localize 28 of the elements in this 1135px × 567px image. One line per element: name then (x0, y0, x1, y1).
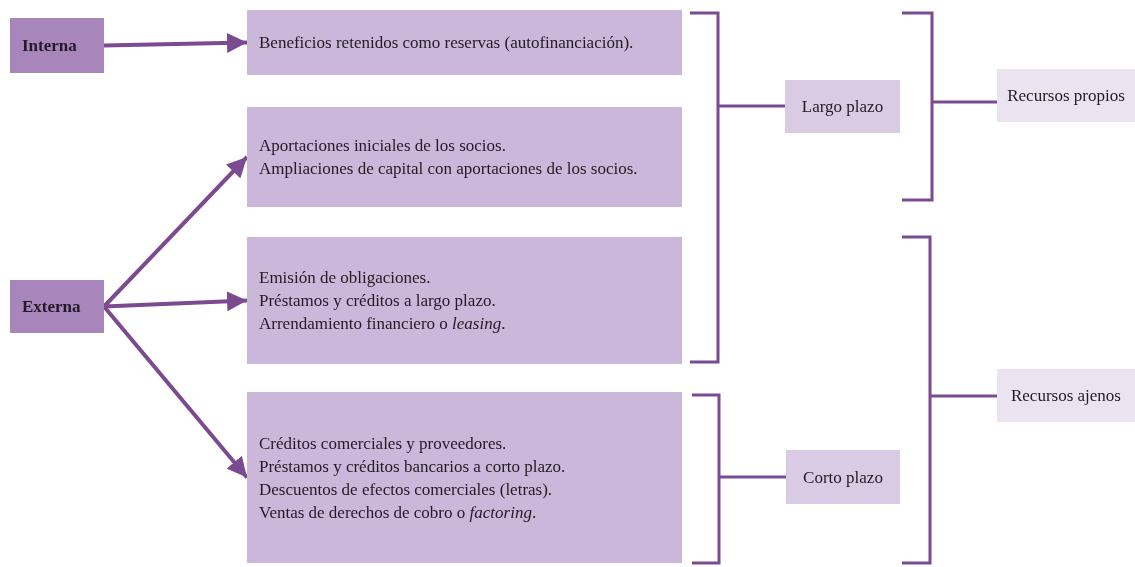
item-text: Descuentos de efectos comerciales (letras). (259, 478, 553, 501)
arrow (103, 32, 248, 53)
item-text: Ampliaciones de capital con aportaciones de los socios. (259, 158, 638, 180)
item-text: Aportaciones iniciales de los socios. (259, 135, 506, 157)
term-box (785, 80, 900, 133)
item-text: Ventas de derechos de cobro o factoring. (259, 501, 537, 524)
source-box (10, 280, 104, 333)
node-label: Recursos propios (1007, 85, 1125, 107)
source-label: Interna (22, 35, 77, 57)
item-text: Préstamos y créditos bancarios a corto plazo. (259, 455, 566, 478)
category-box (247, 10, 682, 75)
item-text: Emisión de obligaciones. (259, 267, 431, 289)
node-label: Recursos ajenos (1011, 385, 1121, 407)
item-text: Beneficios retenidos como reservas (autofinanciación). (259, 32, 634, 54)
category-box (247, 107, 682, 207)
arrow (103, 291, 248, 312)
source-label: Externa (22, 296, 81, 318)
category-box (247, 392, 682, 563)
node-label: Corto plazo (803, 466, 883, 489)
source-box (10, 18, 104, 73)
item-text: Préstamos y créditos a largo plazo. (259, 290, 496, 312)
category-box (247, 237, 682, 364)
item-text: Créditos comerciales y proveedores. (259, 432, 507, 455)
resource-box (997, 69, 1135, 122)
resource-box (997, 369, 1135, 422)
term-box (786, 450, 900, 504)
node-label: Largo plazo (801, 96, 884, 118)
item-text: Arrendamiento financiero o leasing. (259, 313, 506, 335)
